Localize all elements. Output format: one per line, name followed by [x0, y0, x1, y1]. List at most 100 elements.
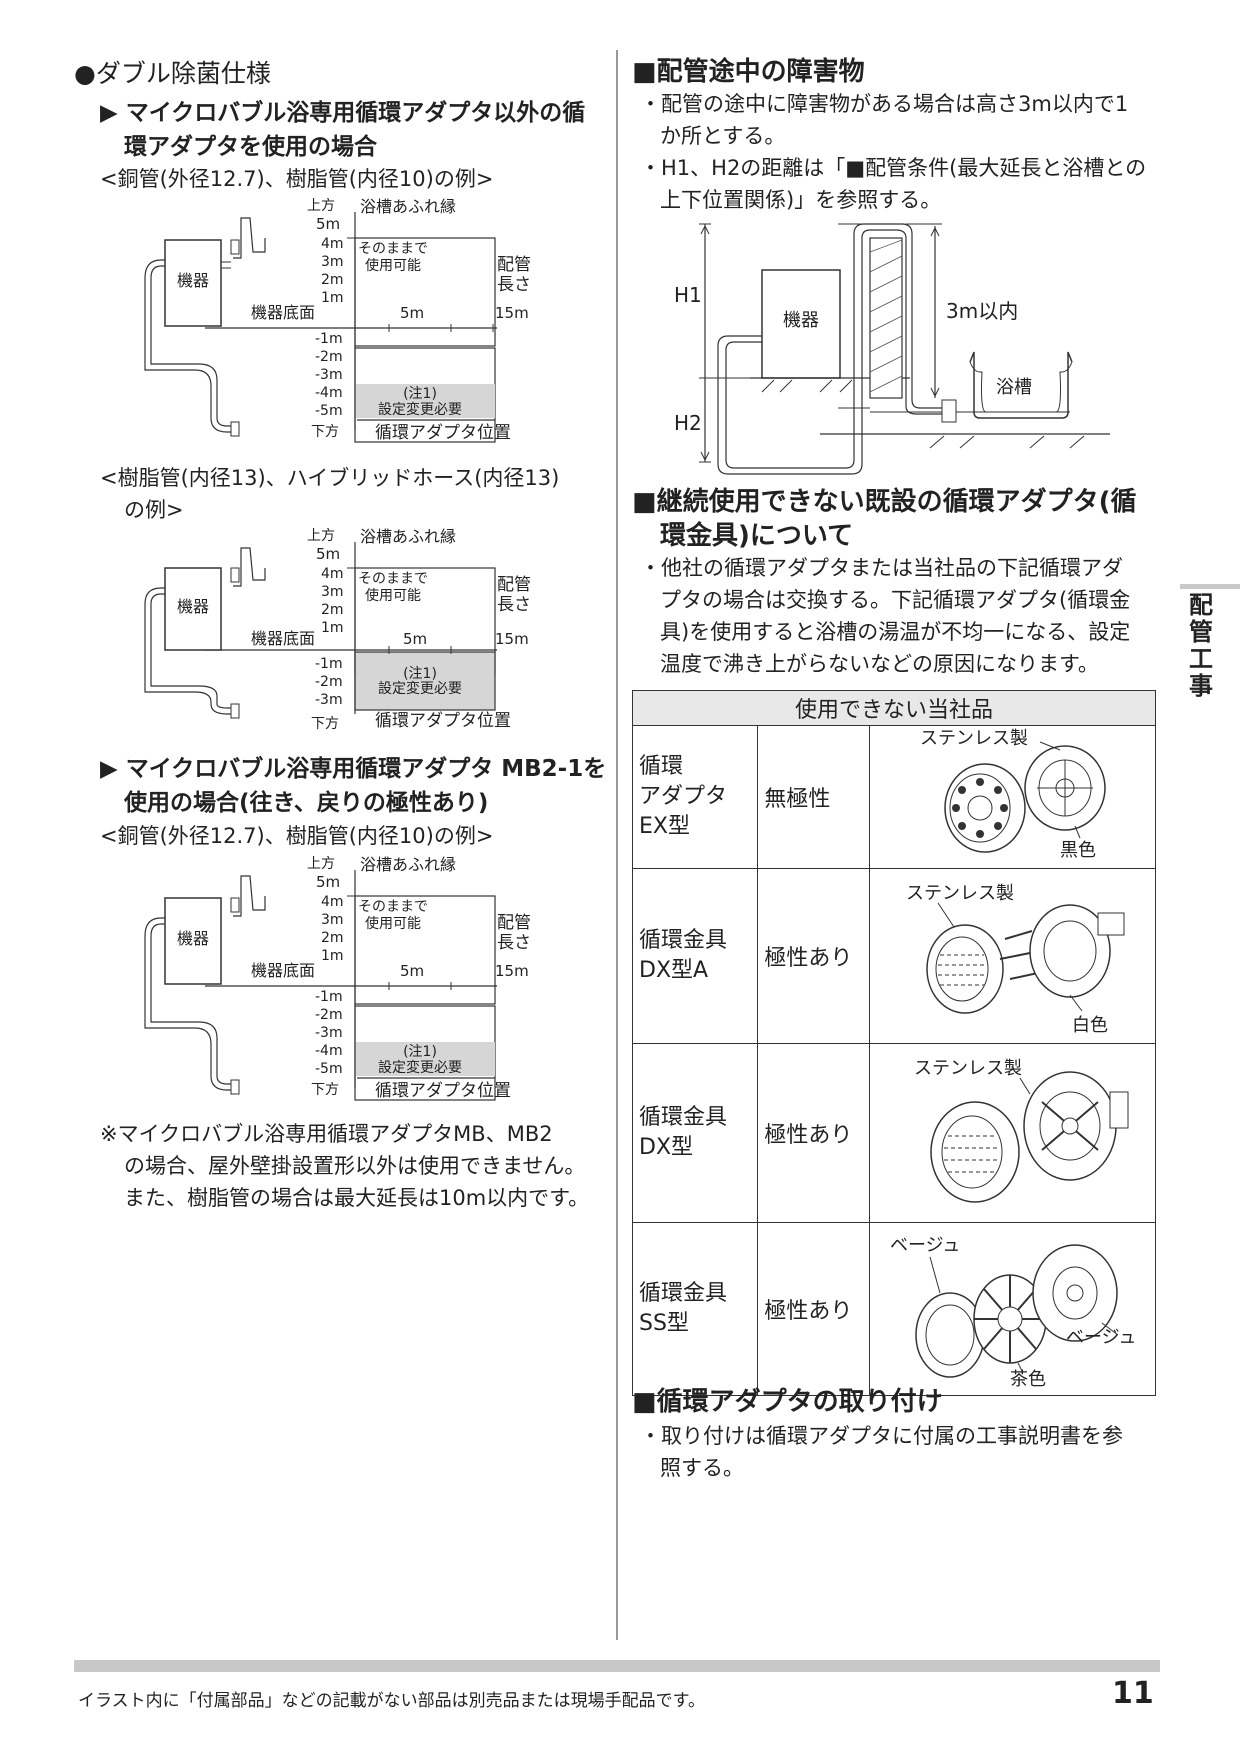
table-row: 循環金具 SS型 極性あり ベージュ ベージュ 茶色	[631, 1222, 1156, 1396]
svg-text:15m: 15m	[495, 630, 529, 648]
note-line-2: の場合、屋外壁掛設置形以外は使用できません。	[124, 1154, 586, 1178]
svg-text:ステンレス製: ステンレス製	[906, 883, 1014, 904]
h2-label: H2	[674, 411, 702, 435]
obstacle-bullet-2-line2: 上下位置関係)」を参照する。	[660, 188, 942, 212]
svg-text:機器底面: 機器底面	[251, 629, 315, 648]
svg-text:浴槽あふれ縁: 浴槽あふれ縁	[360, 856, 456, 874]
obstacle-diagram: H1 H2 機器 3m以内 浴槽	[674, 223, 1110, 475]
svg-text:-2m: -2m	[315, 674, 343, 690]
svg-text:機器底面: 機器底面	[251, 303, 315, 322]
svg-text:長さ: 長さ	[497, 595, 531, 615]
svg-text:設定変更必要: 設定変更必要	[378, 401, 462, 418]
footer-note: イラスト内に「付属部品」などの記載がない部品は別売品または現場手配品です。	[78, 1691, 705, 1711]
note-line-1: ※マイクロバブル浴専用循環アダプタMB、MB2	[100, 1122, 553, 1146]
rim-label: 浴槽あふれ縁	[360, 198, 456, 216]
svg-text:5m: 5m	[316, 873, 340, 891]
unit-label: 機器	[177, 271, 209, 290]
svg-text:-3m: -3m	[315, 367, 343, 383]
subheading-other-adapter-line2: 環アダプタを使用の場合	[124, 134, 377, 160]
example-caption-2-line1: <樹脂管(内径13)、ハイブリッドホース(内径13)	[100, 466, 560, 490]
h1-label: H1	[674, 283, 702, 307]
svg-text:設定変更必要: 設定変更必要	[378, 680, 462, 697]
svg-text:-4m: -4m	[315, 385, 343, 401]
svg-text:(注1): (注1)	[403, 386, 437, 402]
dx-a-adapter-illustration: ステンレス製 白色	[906, 883, 1124, 1036]
svg-text:(注1): (注1)	[403, 1044, 437, 1060]
section-title-adapter-install: ■循環アダプタの取り付け	[632, 1387, 943, 1417]
example-caption-2-line2: の例>	[124, 498, 184, 522]
svg-text:15m: 15m	[495, 962, 529, 980]
section-title-existing-adapter-line1: ■継続使用できない既設の循環アダプタ(循	[632, 487, 1137, 517]
svg-text:そのままで: そのままで	[358, 899, 428, 915]
existing-adapter-body-4: 温度で沸き上がらないなどの原因になります。	[660, 652, 1099, 676]
svg-text:長さ: 長さ	[497, 275, 531, 295]
svg-text:機器: 機器	[783, 310, 819, 331]
svg-text:5m: 5m	[400, 304, 424, 322]
svg-text:-2m: -2m	[315, 1007, 343, 1023]
svg-text:-3m: -3m	[315, 1025, 343, 1041]
svg-text:白色: 白色	[1072, 1015, 1108, 1036]
svg-text:循環アダプタ位置: 循環アダプタ位置	[375, 1081, 511, 1101]
svg-text:(注1): (注1)	[403, 666, 437, 682]
setting-change-area	[355, 1042, 495, 1076]
svg-text:浴槽: 浴槽	[996, 377, 1032, 398]
ss-adapter-illustration: ベージュ ベージュ 茶色	[890, 1235, 1136, 1390]
svg-text:-1m: -1m	[315, 331, 343, 347]
svg-text:ベージュ: ベージュ	[1066, 1327, 1136, 1348]
svg-text:浴槽あふれ縁: 浴槽あふれ縁	[360, 528, 456, 546]
pipe-length-diagram-2: 機器 上方 5m 浴槽あふれ縁 4m 3m 2m 1m -1m -2m -3m …	[144, 528, 531, 732]
svg-text:-2m: -2m	[315, 349, 343, 365]
svg-text:茶色: 茶色	[1010, 1369, 1046, 1389]
svg-text:1m: 1m	[321, 948, 344, 964]
existing-adapter-body-2: プタの場合は交換する。下記循環アダプタ(循環金	[660, 588, 1131, 612]
unusable-products-table: 使用できない当社品 循環 アダプタ EX型 無極性 ステンレス製 黒色	[631, 690, 1156, 1396]
svg-text:1m: 1m	[321, 290, 344, 306]
svg-text:5m: 5m	[316, 545, 340, 563]
svg-text:-1m: -1m	[315, 656, 343, 672]
note-line-3: また、樹脂管の場合は最大延長は10m以内です。	[124, 1186, 590, 1210]
setting-change-area	[355, 384, 495, 418]
svg-text:使用可能: 使用可能	[365, 915, 421, 932]
footer-bar	[74, 1660, 1160, 1672]
svg-text:配管: 配管	[497, 255, 531, 275]
svg-text:ベージュ: ベージュ	[890, 1235, 960, 1256]
svg-text:そのままで: そのままで	[358, 571, 428, 587]
svg-text:黒色: 黒色	[1060, 840, 1096, 861]
svg-text:-4m: -4m	[315, 1043, 343, 1059]
obstacle-wall	[869, 237, 903, 399]
svg-text:使用可能: 使用可能	[365, 257, 421, 274]
section-title-obstacle: ■配管途中の障害物	[632, 57, 865, 87]
example-caption-1: <銅管(外径12.7)、樹脂管(内径10)の例>	[100, 167, 494, 191]
svg-text:-5m: -5m	[315, 1061, 343, 1077]
existing-adapter-body-1: ・他社の循環アダプタまたは当社品の下記循環アダ	[640, 556, 1123, 580]
svg-text:配管: 配管	[497, 575, 531, 595]
table-header: 使用できない当社品	[632, 690, 1156, 726]
svg-text:下方: 下方	[311, 716, 339, 732]
svg-text:-5m: -5m	[315, 403, 343, 419]
height-limit-label: 3m以内	[946, 299, 1018, 323]
svg-text:長さ: 長さ	[497, 933, 531, 953]
svg-text:上方: 上方	[307, 528, 335, 544]
table-row: 循環金具 DX型 極性あり ステンレス製	[631, 1043, 1156, 1223]
subheading-mb2-1-line2: 使用の場合(往き、戻りの極性あり)	[124, 790, 489, 816]
obstacle-bullet-2-line1: ・H1、H2の距離は「■配管条件(最大延長と浴槽との	[640, 156, 1147, 180]
svg-text:5m: 5m	[403, 630, 427, 648]
svg-text:4m: 4m	[321, 236, 344, 252]
svg-text:5m: 5m	[316, 215, 340, 233]
obstacle-bullet-1-line2: か所とする。	[660, 124, 786, 148]
subheading-mb2-1-line1: ▶ マイクロバブル浴専用循環アダプタ MB2-1を	[100, 756, 607, 782]
bathtub	[969, 351, 1073, 419]
svg-text:1m: 1m	[321, 620, 344, 636]
svg-text:3m: 3m	[321, 584, 344, 600]
table-row: 循環金具 DX型A 極性あり ステンレス製 白色	[631, 868, 1156, 1044]
svg-text:3m: 3m	[321, 254, 344, 270]
svg-text:下方: 下方	[311, 1082, 339, 1098]
svg-text:3m: 3m	[321, 912, 344, 928]
table-row: 循環 アダプタ EX型 無極性 ステンレス製 黒色	[631, 725, 1156, 869]
svg-text:使用可能: 使用可能	[365, 587, 421, 604]
existing-adapter-body-3: 具)を使用すると浴槽の湯温が不均一になる、設定	[660, 620, 1131, 644]
svg-text:-1m: -1m	[315, 989, 343, 1005]
subheading-other-adapter-line1: ▶ マイクロバブル浴専用循環アダプタ以外の循	[100, 100, 586, 126]
svg-text:ステンレス製: ステンレス製	[914, 1058, 1022, 1079]
svg-text:機器: 機器	[177, 597, 209, 616]
